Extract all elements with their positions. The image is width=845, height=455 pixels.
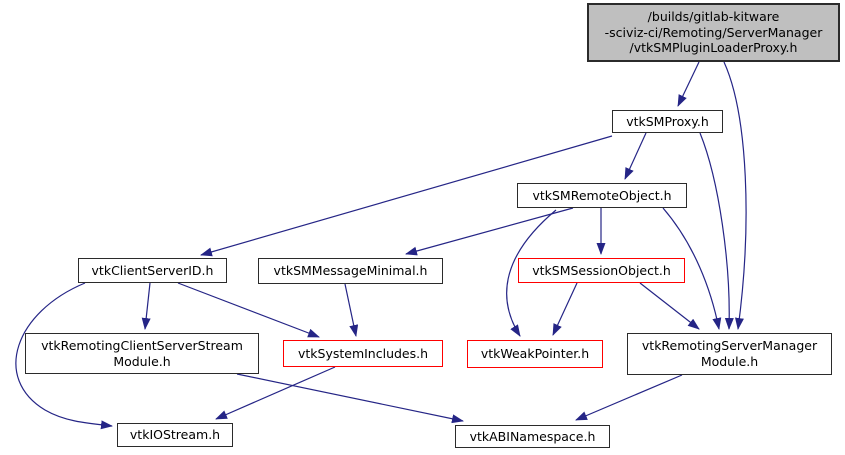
graph-node-vtkSMPluginLoaderProxy[interactable]: /builds/gitlab-kitware -sciviz-ci/Remoti… — [587, 3, 840, 62]
node-label: vtkABINamespace.h — [469, 428, 596, 444]
graph-node-vtkSMMessageMinimal[interactable]: vtkSMMessageMinimal.h — [258, 258, 443, 284]
edge-root-to-vtkSMProxy — [677, 61, 700, 107]
node-label: vtkSMProxy.h — [626, 113, 709, 129]
edge-vtkRemotingClientServerStreamModule-to-vtkABINamespace — [236, 373, 464, 424]
node-label: vtkSMRemoteObject.h — [532, 187, 672, 203]
graph-node-vtkWeakPointer[interactable]: vtkWeakPointer.h — [467, 340, 603, 368]
node-label: /builds/gitlab-kitware -sciviz-ci/Remoti… — [604, 9, 823, 56]
graph-node-vtkABINamespace[interactable]: vtkABINamespace.h — [455, 425, 610, 448]
edge-vtkSMRemoteObject-to-vtkWeakPointer — [506, 209, 557, 337]
node-label: vtkSMSessionObject.h — [532, 262, 671, 278]
edge-vtkSMSessionObject-to-vtkRemotingServerManagerModule — [639, 282, 700, 330]
edge-vtkSMProxy-to-vtkRemotingServerManagerModule — [699, 132, 734, 330]
edge-vtkClientServerID-to-vtkSystemIncludes — [177, 282, 320, 338]
edge-vtkSMProxy-to-vtkSMRemoteObject — [624, 132, 647, 180]
graph-node-vtkIOStream[interactable]: vtkIOStream.h — [117, 423, 233, 447]
graph-node-vtkRemotingServerManagerModule[interactable]: vtkRemotingServerManager Module.h — [627, 333, 832, 375]
graph-node-vtkSystemIncludes[interactable]: vtkSystemIncludes.h — [283, 340, 443, 367]
edge-vtkSMRemoteObject-to-vtkRemotingServerManagerModule — [662, 207, 722, 330]
edge-vtkSMProxy-to-vtkClientServerID — [200, 135, 613, 257]
edge-vtkSMRemoteObject-to-vtkSMMessageMinimal — [405, 207, 574, 256]
graph-node-vtkSMProxy[interactable]: vtkSMProxy.h — [612, 110, 723, 133]
node-label: vtkSMMessageMinimal.h — [273, 263, 428, 279]
edge-vtkSMMessageMinimal-to-vtkSystemIncludes — [344, 283, 359, 337]
node-label: vtkRemotingClientServerStream Module.h — [41, 337, 243, 369]
edge-vtkClientServerID-to-vtkIOStream — [15, 282, 113, 430]
graph-node-vtkSMSessionObject[interactable]: vtkSMSessionObject.h — [518, 258, 685, 283]
edge-vtkClientServerID-to-vtkRemotingClientServerStreamModule — [141, 282, 151, 330]
edge-vtkSystemIncludes-to-vtkIOStream — [215, 366, 336, 420]
node-label: vtkRemotingServerManager Module.h — [641, 338, 818, 369]
edge-vtkSMSessionObject-to-vtkWeakPointer — [552, 282, 578, 336]
graph-node-vtkClientServerID[interactable]: vtkClientServerID.h — [78, 258, 227, 283]
node-label: vtkWeakPointer.h — [480, 346, 590, 362]
edge-root-to-vtkRemotingServerManagerModule — [723, 61, 747, 330]
node-label: vtkClientServerID.h — [91, 262, 214, 278]
edge-vtkRemotingServerManagerModule-to-vtkABINamespace — [575, 374, 683, 421]
node-label: vtkIOStream.h — [129, 427, 221, 443]
graph-node-vtkRemotingClientServerStreamModule[interactable]: vtkRemotingClientServerStream Module.h — [25, 333, 259, 374]
node-label: vtkSystemIncludes.h — [297, 345, 429, 361]
graph-node-vtkSMRemoteObject[interactable]: vtkSMRemoteObject.h — [517, 183, 687, 208]
